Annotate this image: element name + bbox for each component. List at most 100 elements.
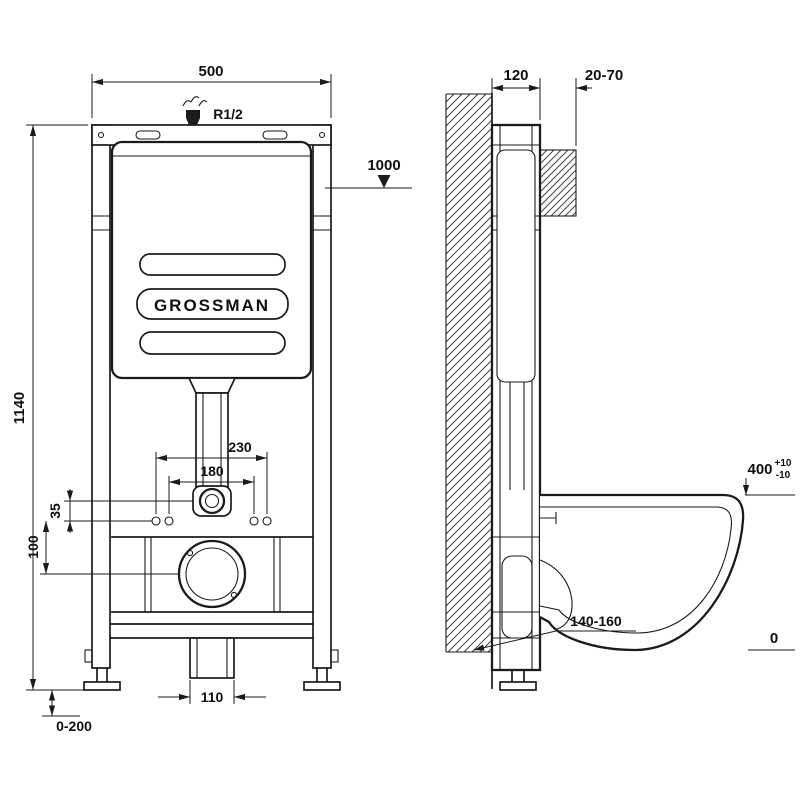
cistern-profile	[496, 149, 536, 383]
dim-label: 180	[200, 463, 224, 479]
dim-label: 500	[198, 63, 223, 80]
bowl-inner-rim	[539, 506, 733, 634]
dim-label: 1000	[367, 157, 400, 174]
ext-lines	[26, 124, 118, 691]
ext-lines	[189, 680, 235, 704]
dim-vertical-offsets: 35 100	[25, 489, 193, 575]
arrowhead	[42, 563, 50, 574]
top-bar-slot-right	[262, 130, 288, 140]
cistern-slot-lower	[139, 331, 286, 355]
flush-pipe-profile	[509, 382, 525, 490]
wall	[445, 93, 493, 689]
floor-level-marker: 0	[748, 630, 795, 651]
dim-fixing-inner: 180	[168, 463, 255, 514]
foot-plate-left	[83, 681, 121, 691]
inlet-ring	[198, 487, 226, 515]
dim-label: 110	[201, 689, 224, 705]
arrowhead	[179, 693, 190, 701]
dim-label: 120	[503, 67, 528, 84]
drain-bracket	[109, 536, 314, 679]
arrowhead	[48, 690, 56, 701]
bolt-hole	[151, 516, 161, 526]
supply-thread-label: R1/2	[213, 106, 243, 122]
water-flow-icon	[182, 96, 208, 107]
dim-label: 20-70	[585, 67, 623, 84]
foot-plate-profile	[499, 681, 537, 691]
finish-hatch	[539, 149, 577, 217]
supply-nozzle-icon	[186, 110, 200, 125]
drain-outlet-inner	[185, 547, 239, 601]
dim-drain-width: 110	[158, 680, 266, 705]
dim-frame-depth: 120	[491, 67, 541, 120]
adjustable-feet	[83, 649, 341, 691]
arrowhead	[169, 478, 180, 486]
pipe-body	[195, 392, 229, 488]
top-bolt-left	[97, 131, 105, 139]
dim-fixing-outer: 230	[155, 439, 268, 514]
dim-frame-height: 1140	[11, 124, 118, 691]
ext-lines	[91, 74, 332, 118]
dim-label: 1140	[11, 392, 28, 425]
ext-lines	[40, 500, 193, 575]
bowl-trapway	[539, 559, 573, 630]
inlet-hole	[204, 493, 220, 509]
bottom-crossbars	[109, 623, 314, 639]
front-frame	[91, 124, 332, 669]
arrowhead	[474, 644, 485, 651]
bolt-hole	[249, 516, 259, 526]
crossbar-stubs	[92, 215, 331, 231]
leader-line	[473, 630, 557, 651]
flush-pipe	[187, 377, 237, 517]
arrowhead	[234, 693, 245, 701]
dim-outlet-height: 140-160	[473, 613, 636, 651]
dim-label: 0-200	[56, 718, 92, 734]
cistern-slot-upper	[139, 253, 286, 276]
dim-wall-finish: 20-70	[575, 67, 623, 146]
dim-frame-width: 500	[91, 63, 332, 118]
arrowhead	[243, 478, 254, 486]
side-view: 120 20-70 400 +10 -10 0 140-16	[445, 67, 795, 691]
fixing-bolts	[151, 516, 272, 526]
brand-plate	[136, 288, 289, 320]
drain-screw	[230, 591, 238, 599]
arrowhead	[42, 521, 50, 532]
cistern: GROSSMAN	[110, 140, 313, 380]
bowl-mount-bracket	[540, 512, 557, 524]
foot-clamp-right	[330, 649, 339, 663]
arrowhead	[320, 78, 331, 86]
arrowhead	[492, 84, 503, 92]
frame-left-rail	[91, 124, 111, 669]
tolerance-plus: +10	[775, 458, 792, 469]
dim-label: 35	[47, 503, 63, 519]
arrowhead	[66, 490, 74, 501]
water-supply-fitting: R1/2	[182, 96, 243, 125]
drain-elbow-profile	[501, 555, 533, 639]
arrowhead	[66, 521, 74, 532]
foot-clamp-left	[84, 649, 93, 663]
bolt-hole	[164, 516, 174, 526]
foot-leg-profile	[511, 669, 525, 683]
wall-finish-block	[539, 149, 577, 217]
pipe-collar	[187, 377, 237, 394]
wall-hatch	[445, 93, 493, 653]
dim-label: 100	[25, 535, 41, 559]
ext-lines	[155, 452, 268, 514]
arrowhead	[156, 454, 167, 462]
dim-bowl-height: 400 +10 -10	[742, 458, 795, 496]
top-bar-slot-left	[135, 130, 161, 140]
bolt-hole	[262, 516, 272, 526]
arrowhead	[576, 84, 587, 92]
pipe-inner-lines	[202, 393, 222, 487]
finish-outline	[539, 149, 577, 217]
brand-label: GROSSMAN	[154, 296, 270, 315]
arrowhead	[29, 679, 37, 690]
foot-plate-right	[303, 681, 341, 691]
foot-legs	[96, 667, 328, 683]
install-height-marker: 1000	[325, 157, 412, 189]
frame-profile	[490, 123, 542, 691]
wall-bounds	[445, 93, 492, 653]
tolerance-minus: -10	[776, 470, 791, 481]
arrowhead	[29, 125, 37, 136]
